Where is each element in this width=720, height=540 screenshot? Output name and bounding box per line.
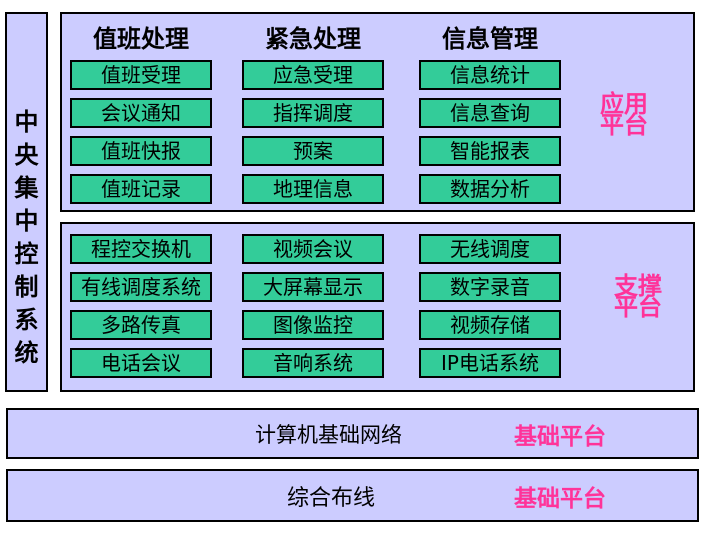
base-network-title: 计算机基础网络: [255, 422, 402, 447]
module-block: 智能报表: [419, 136, 561, 166]
platform-label-base-cabling: 基础平台: [514, 485, 606, 512]
module-block: 音响系统: [242, 348, 384, 378]
module-block: 值班快报: [70, 136, 212, 166]
module-block: 视频会议: [242, 234, 384, 264]
module-block: 信息统计: [419, 60, 561, 90]
module-block: 值班受理: [70, 60, 212, 90]
module-block: 程控交换机: [70, 234, 212, 264]
system-title: 中央集中控制系统: [14, 108, 39, 367]
module-block: 信息查询: [419, 98, 561, 128]
emergency-processing-column: 紧急处理 应急受理 指挥调度 预案 地理信息: [242, 22, 384, 212]
base-network-bar: 计算机基础网络 基础平台: [6, 408, 699, 459]
module-block: 地理信息: [242, 174, 384, 204]
platform-label-base-network: 基础平台: [514, 423, 606, 450]
support-column-2: 视频会议 大屏幕显示 图像监控 音响系统: [242, 234, 384, 386]
info-management-column: 信息管理 信息统计 信息查询 智能报表 数据分析: [419, 22, 561, 212]
module-block: 预案: [242, 136, 384, 166]
duty-processing-column: 值班处理 值班受理 会议通知 值班快报 值班记录: [70, 22, 212, 212]
module-block: 有线调度系统: [70, 272, 212, 302]
module-block: 电话会议: [70, 348, 212, 378]
column-header-info: 信息管理: [442, 25, 538, 53]
module-block: 会议通知: [70, 98, 212, 128]
module-block: 大屏幕显示: [242, 272, 384, 302]
central-control-system-bar: 中央集中控制系统: [5, 12, 48, 392]
module-block: 多路传真: [70, 310, 212, 340]
module-block: 图像监控: [242, 310, 384, 340]
module-block: 应急受理: [242, 60, 384, 90]
module-block: 无线调度: [419, 234, 561, 264]
platform-label-application: 应用平台: [600, 90, 648, 139]
module-block: 值班记录: [70, 174, 212, 204]
support-column-1: 程控交换机 有线调度系统 多路传真 电话会议: [70, 234, 212, 386]
module-block: 指挥调度: [242, 98, 384, 128]
module-block: 数字录音: [419, 272, 561, 302]
support-platform-panel: 程控交换机 有线调度系统 多路传真 电话会议 视频会议 大屏幕显示 图像监控 音…: [60, 222, 695, 392]
module-block: 视频存储: [419, 310, 561, 340]
support-column-3: 无线调度 数字录音 视频存储 IP电话系统: [419, 234, 561, 386]
application-platform-panel: 值班处理 值班受理 会议通知 值班快报 值班记录 紧急处理 应急受理 指挥调度 …: [60, 12, 695, 212]
cabling-bar: 综合布线 基础平台: [6, 469, 699, 522]
column-header-emergency: 紧急处理: [265, 25, 361, 53]
cabling-title: 综合布线: [287, 485, 376, 511]
column-header-duty: 值班处理: [93, 25, 189, 53]
module-block: IP电话系统: [419, 348, 561, 378]
module-block: 数据分析: [419, 174, 561, 204]
platform-label-support: 支撑平台: [614, 272, 662, 321]
